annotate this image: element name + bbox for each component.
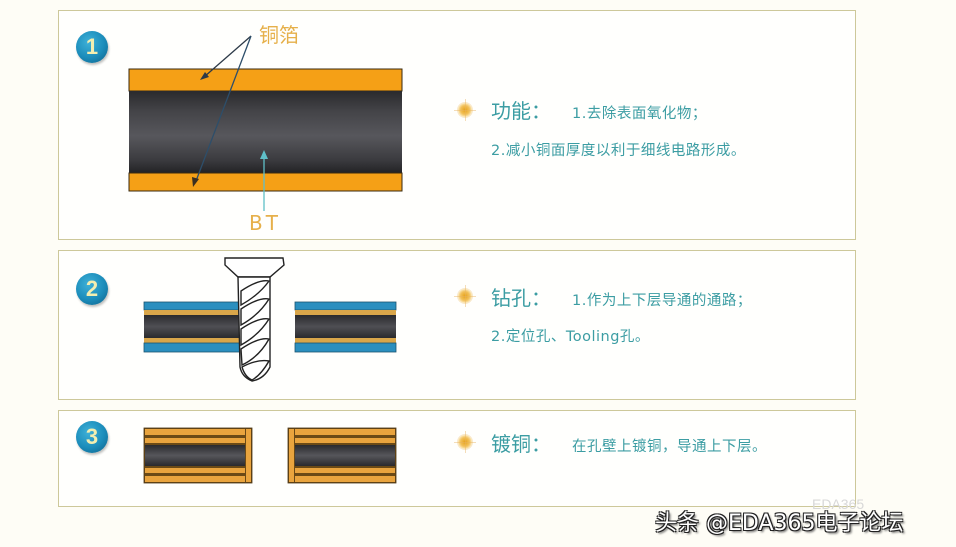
panel-step-3: 3 镀铜：	[58, 410, 856, 507]
bt-core-label: BT	[249, 211, 281, 235]
step-title: 钻孔：	[491, 286, 551, 310]
panel-step-1: 1 铜箔 BT 功能： 1.去除表面氧化物； 2.减小铜面厚度以利于细线电路形成…	[58, 10, 856, 240]
copper-foil-label: 铜箔	[259, 23, 299, 47]
bullet-icon	[454, 99, 476, 121]
step-number-badge: 3	[76, 421, 108, 453]
watermark: 头条 @EDA365电子论坛	[655, 511, 904, 536]
bullet-icon	[454, 431, 476, 453]
step-line-2: 2.定位孔、Tooling孔。	[491, 329, 650, 345]
step-line-1: 在孔壁上镀铜，导通上下层。	[572, 439, 767, 455]
step-title: 功能：	[491, 99, 551, 123]
step-line-1: 1.去除表面氧化物；	[572, 106, 707, 122]
bullet-icon	[454, 285, 476, 307]
drilling-diagram	[143, 257, 397, 382]
step-number-badge: 2	[76, 273, 108, 305]
panel-step-2: 2	[58, 250, 856, 400]
step-line-1: 1.作为上下层导通的通路；	[572, 293, 752, 309]
step-number-badge: 1	[76, 31, 108, 63]
step-line-2: 2.减小铜面厚度以利于细线电路形成。	[491, 143, 746, 159]
copper-plating-diagram	[143, 427, 397, 484]
step-title: 镀铜：	[491, 432, 551, 456]
copper-clad-laminate-diagram	[128, 35, 403, 211]
watermark-faint: EDA365	[812, 496, 865, 512]
